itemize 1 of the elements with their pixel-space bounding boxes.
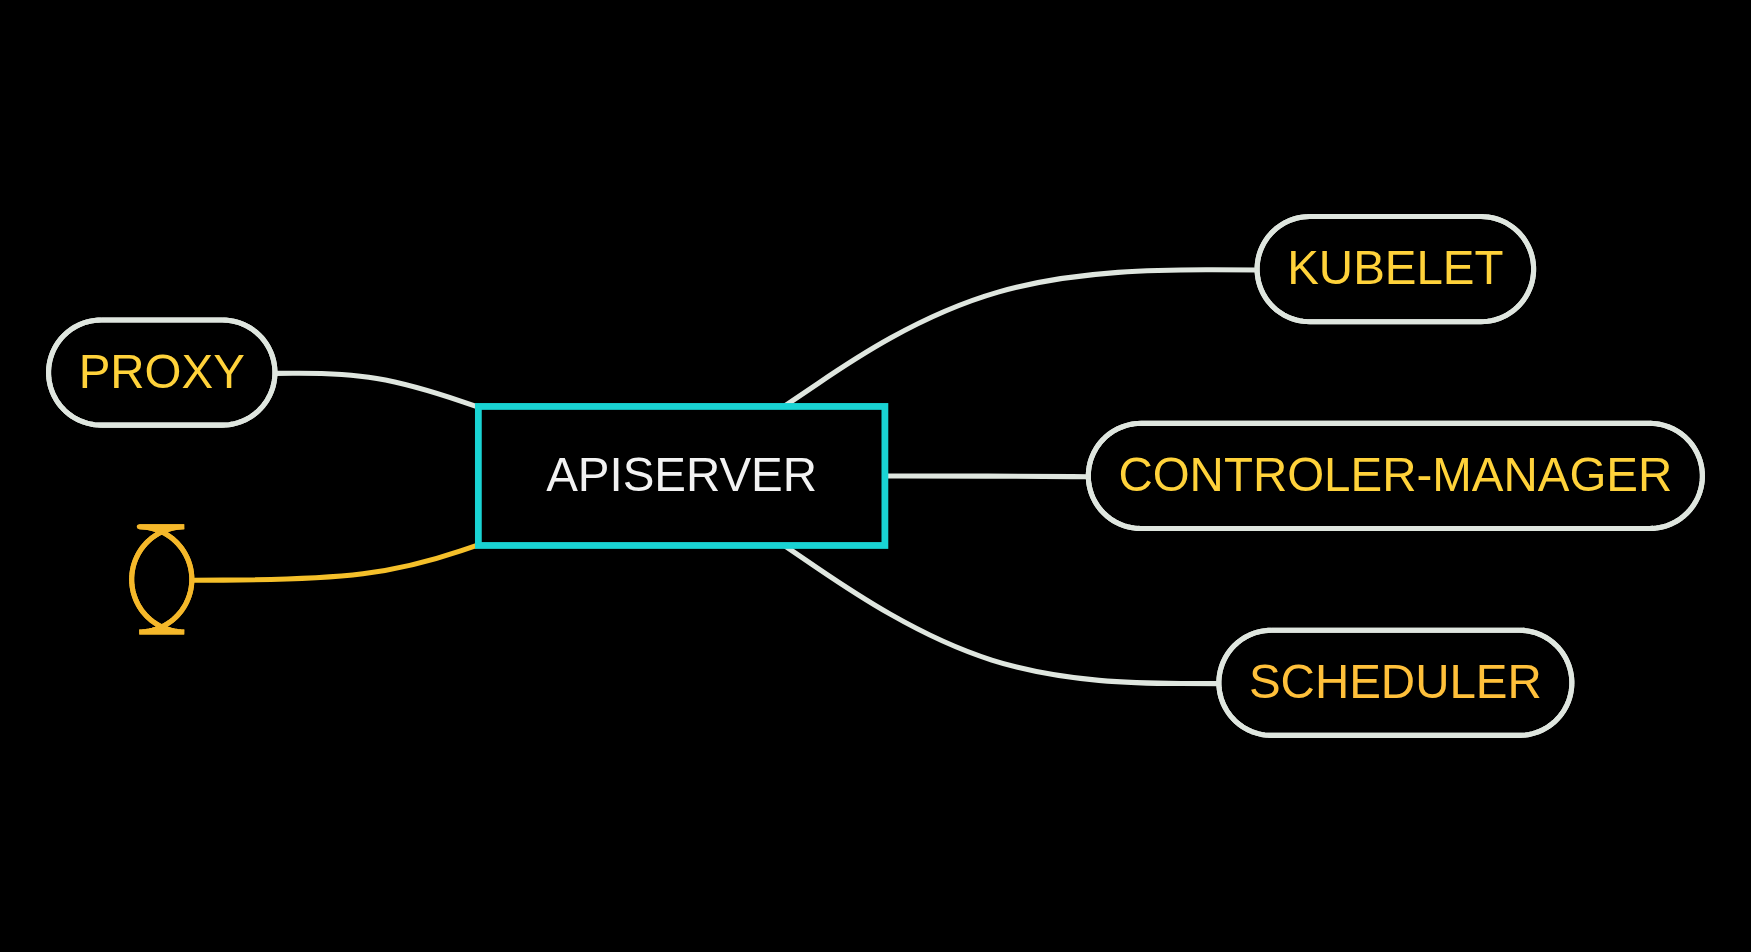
node-box: APISERVER xyxy=(475,403,889,549)
